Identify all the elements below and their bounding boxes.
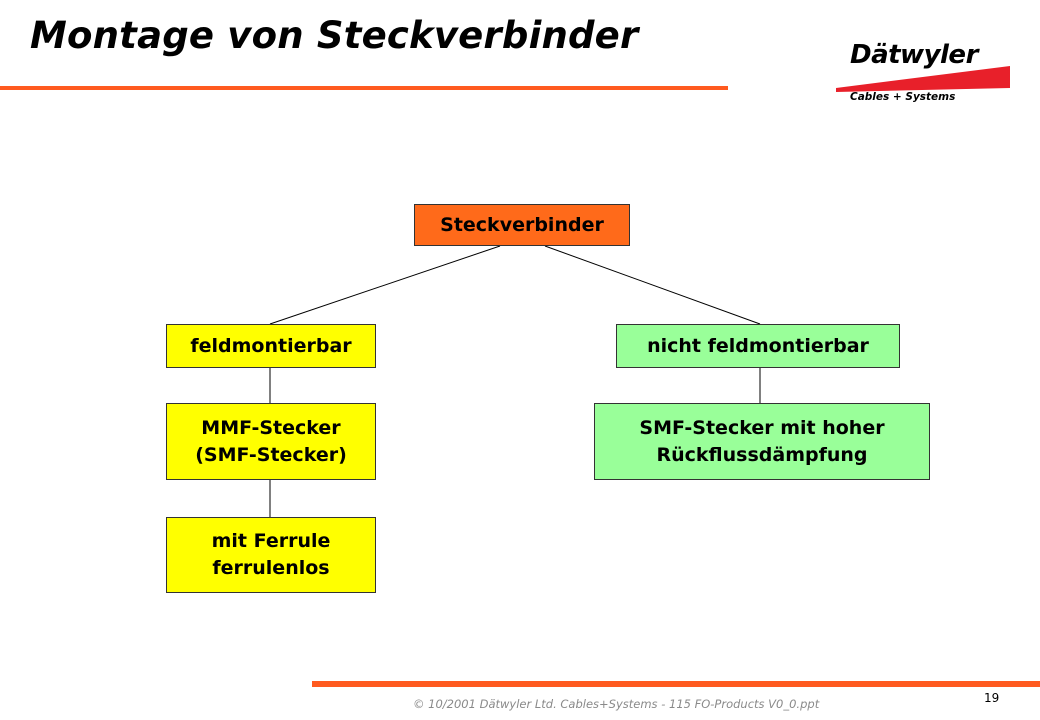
logo-name: Dätwyler: [850, 40, 978, 70]
node-text-line: Rückflussdämpfung: [656, 443, 868, 466]
footer-rule: [312, 681, 1040, 687]
edge-root-right: [544, 245, 761, 325]
page-number: 19: [984, 691, 1000, 705]
footer-copyright: © 10/2001 Dätwyler Ltd. Cables+Systems -…: [413, 697, 820, 711]
logo-tagline: Cables + Systems: [850, 91, 956, 103]
node-ferrule: mit Ferrule ferrulenlos: [166, 517, 376, 593]
node-nicht-feldmontierbar: nicht feldmontierbar: [616, 324, 900, 368]
node-text-line: nicht feldmontierbar: [647, 334, 869, 357]
node-text-line: feldmontierbar: [190, 334, 352, 357]
logo-swoosh-icon: [836, 66, 1010, 92]
node-mmf-stecker: MMF-Stecker (SMF-Stecker): [166, 403, 376, 480]
page-title: Montage von Steckverbinder: [30, 14, 639, 57]
node-text-line: Steckverbinder: [440, 213, 604, 236]
node-text-line: (SMF-Stecker): [195, 443, 347, 466]
edge-root-left: [269, 245, 501, 325]
node-feldmontierbar: feldmontierbar: [166, 324, 376, 368]
node-text-line: SMF-Stecker mit hoher: [639, 416, 885, 439]
title-underline: [0, 86, 728, 90]
node-text-line: MMF-Stecker: [201, 416, 341, 439]
node-steckverbinder: Steckverbinder: [414, 204, 630, 246]
node-text-line: mit Ferrule: [211, 530, 331, 552]
company-logo: Dätwyler Cables + Systems: [820, 36, 1020, 116]
node-text-line: ferrulenlos: [212, 557, 330, 579]
